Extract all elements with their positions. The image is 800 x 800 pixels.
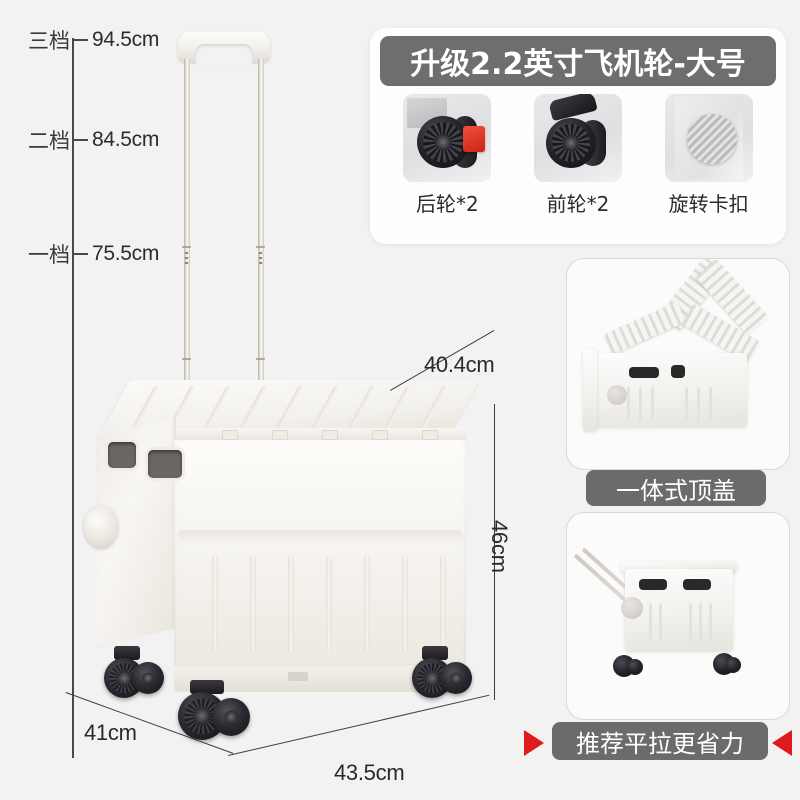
mini-cart-open-lid (567, 256, 785, 465)
wheel-card-item-latch[interactable]: 旋转卡扣 (650, 94, 768, 217)
pole-seam-right-2 (256, 358, 265, 360)
pole-seam-left-2 (182, 358, 191, 360)
height-tick-2-value: 84.5cm (92, 128, 160, 151)
wheel-rear-left-inner (132, 662, 164, 694)
cart-lid-front-edge (174, 428, 466, 443)
dim-label-height-right: 46cm (487, 520, 512, 573)
dim-label-width-bottom: 43.5cm (334, 760, 405, 785)
pole-notch-left (185, 252, 188, 264)
side-rotary-knob (84, 506, 118, 548)
handle-pole-left (184, 58, 190, 418)
height-tick-2-gear: 二档 (28, 129, 70, 153)
pole-seam-right (256, 246, 265, 248)
wheel-card-item-latch-label: 旋转卡扣 (668, 192, 749, 216)
wheel-upgrade-card: 升级2.2英寸飞机轮-大号 后轮*2 前轮*2 (370, 28, 786, 244)
wheel-rear-right-inner (440, 662, 472, 694)
base-clip-1 (288, 672, 308, 681)
lid-hinge-4 (372, 430, 388, 440)
wheel-card-thumbnails: 后轮*2 前轮*2 旋转卡扣 (382, 94, 774, 236)
rotary-latch-knob-icon (664, 94, 753, 182)
front-hand-hole (148, 450, 182, 478)
wheel-card-item-front-label: 前轮*2 (546, 192, 610, 216)
dim-label-depth-bottom: 41cm (84, 720, 137, 745)
height-tick-3-gear: 三档 (28, 29, 70, 53)
wheel-card-item-rear[interactable]: 后轮*2 (388, 94, 506, 217)
lid-hinge-3 (322, 430, 338, 440)
wheel-card-item-rear-label: 后轮*2 (415, 192, 479, 216)
panel-flat-pull (566, 512, 790, 720)
caption-integrated-top-cover: 一体式顶盖 (586, 470, 766, 506)
panel-integrated-top-cover (566, 256, 790, 470)
caption-flat-pull-text: 推荐平拉更省力 (576, 729, 744, 758)
arrow-right-icon (772, 730, 792, 756)
wheel-card-banner-title: 升级2.2英寸飞机轮-大号 (410, 47, 746, 82)
cart-front-panel (174, 440, 466, 676)
wheel-card-banner: 升级2.2英寸飞机轮-大号 (380, 36, 776, 86)
wheel-card-item-front[interactable]: 前轮*2 (519, 94, 637, 217)
handle-pole-right (258, 58, 264, 418)
height-tick-1-value: 75.5cm (92, 242, 160, 265)
pole-notch-right (259, 252, 262, 264)
front-groove (178, 530, 462, 544)
pole-seam-left (182, 246, 191, 248)
lid-hinge-5 (422, 430, 438, 440)
front-caster-wheel-icon (533, 94, 622, 182)
height-scale-axis (72, 38, 74, 758)
height-tick-1-gear: 一档 (28, 243, 70, 267)
rear-caster-wheel-icon (403, 94, 492, 182)
height-tick-3-value: 94.5cm (92, 28, 160, 51)
wheel-front-left-inner (212, 698, 250, 736)
caption-integrated-top-cover-text: 一体式顶盖 (616, 476, 736, 505)
height-tick-2: 二档 84.5cm (8, 126, 159, 154)
height-tick-3: 三档 94.5cm (8, 26, 159, 54)
handle-grip (178, 32, 270, 64)
lid-hinge-2 (272, 430, 288, 440)
height-tick-1-dash (72, 253, 88, 255)
folding-trolley-cart-illustration (78, 28, 498, 768)
side-hand-hole (108, 442, 136, 468)
lid-hinge-1 (222, 430, 238, 440)
mini-cart-flat-pull (567, 513, 785, 715)
caption-flat-pull: 推荐平拉更省力 (552, 722, 768, 760)
arrow-left-icon (524, 730, 544, 756)
dim-label-depth-top: 40.4cm (424, 352, 495, 377)
height-tick-1: 一档 75.5cm (8, 240, 159, 268)
dimline-height-right (494, 404, 496, 700)
height-tick-3-dash (72, 39, 88, 41)
height-tick-2-dash (72, 139, 88, 141)
cart-body (84, 380, 492, 740)
